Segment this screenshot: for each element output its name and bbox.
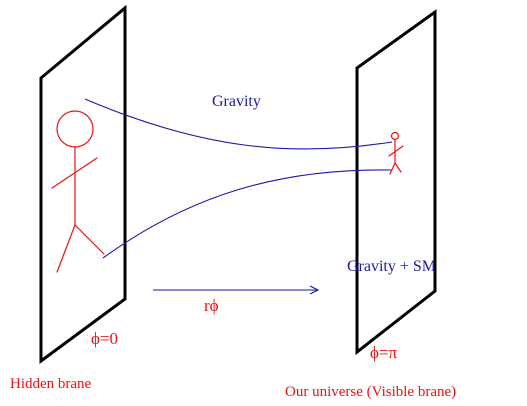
visible-observer-stick-figure-icon [388, 131, 404, 175]
visible-observer-left-leg [389, 162, 396, 175]
hidden-observer-right-leg [74, 224, 105, 255]
hidden-observer-stick-figure-icon [51, 110, 105, 273]
visible-observer-right-leg [394, 162, 402, 173]
phi-pi-label: ϕ=π [370, 343, 398, 362]
r-phi-label: rϕ [204, 296, 219, 315]
visible-brane-plane [355, 9, 437, 356]
arrow-right-icon [153, 285, 320, 295]
hidden-observer-head [56, 110, 94, 148]
gravity-field-line-upper [84, 98, 393, 150]
visible-observer-head [390, 131, 400, 141]
hidden-brane-plane [39, 4, 127, 364]
visible-observer-arms [388, 145, 404, 157]
gravity-field-line-lower [102, 169, 393, 259]
hidden-observer-left-leg [56, 224, 76, 273]
hidden-observer-arms [51, 157, 98, 189]
phi-zero-label: ϕ=0 [91, 329, 118, 348]
visible-brane-label: Our universe (Visible brane) [285, 384, 456, 400]
gravity-label: Gravity [212, 93, 261, 110]
gravity-sm-label: Gravity + SM [347, 258, 436, 275]
hidden-brane-label: Hidden brane [10, 376, 92, 392]
